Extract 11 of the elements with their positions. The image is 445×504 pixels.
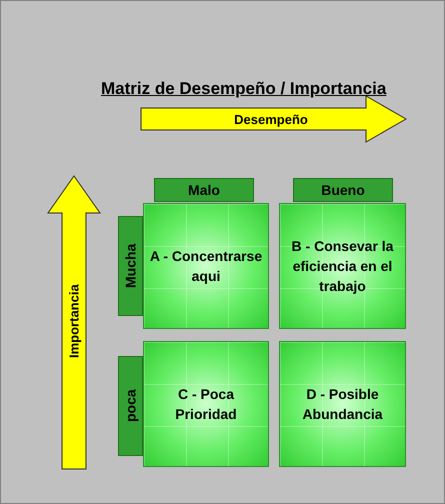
column-header: Malo: [154, 178, 254, 202]
title: Matriz de Desempeño / Importancia: [101, 79, 388, 99]
quadrant-box: D - Posible Abundancia: [279, 341, 406, 467]
quadrant-box: C - Poca Prioridad: [143, 341, 269, 467]
quadrant-box: A - Concentrarse aqui: [143, 203, 269, 329]
column-header: Bueno: [293, 178, 393, 202]
row-header: poca: [118, 356, 143, 456]
quadrant-box: B - Consevar la eficiencia en el trabajo: [279, 203, 406, 329]
row-header: Mucha: [118, 216, 143, 316]
axis-label: Importancia: [66, 283, 82, 360]
axis-label: Desempeño: [233, 110, 309, 128]
